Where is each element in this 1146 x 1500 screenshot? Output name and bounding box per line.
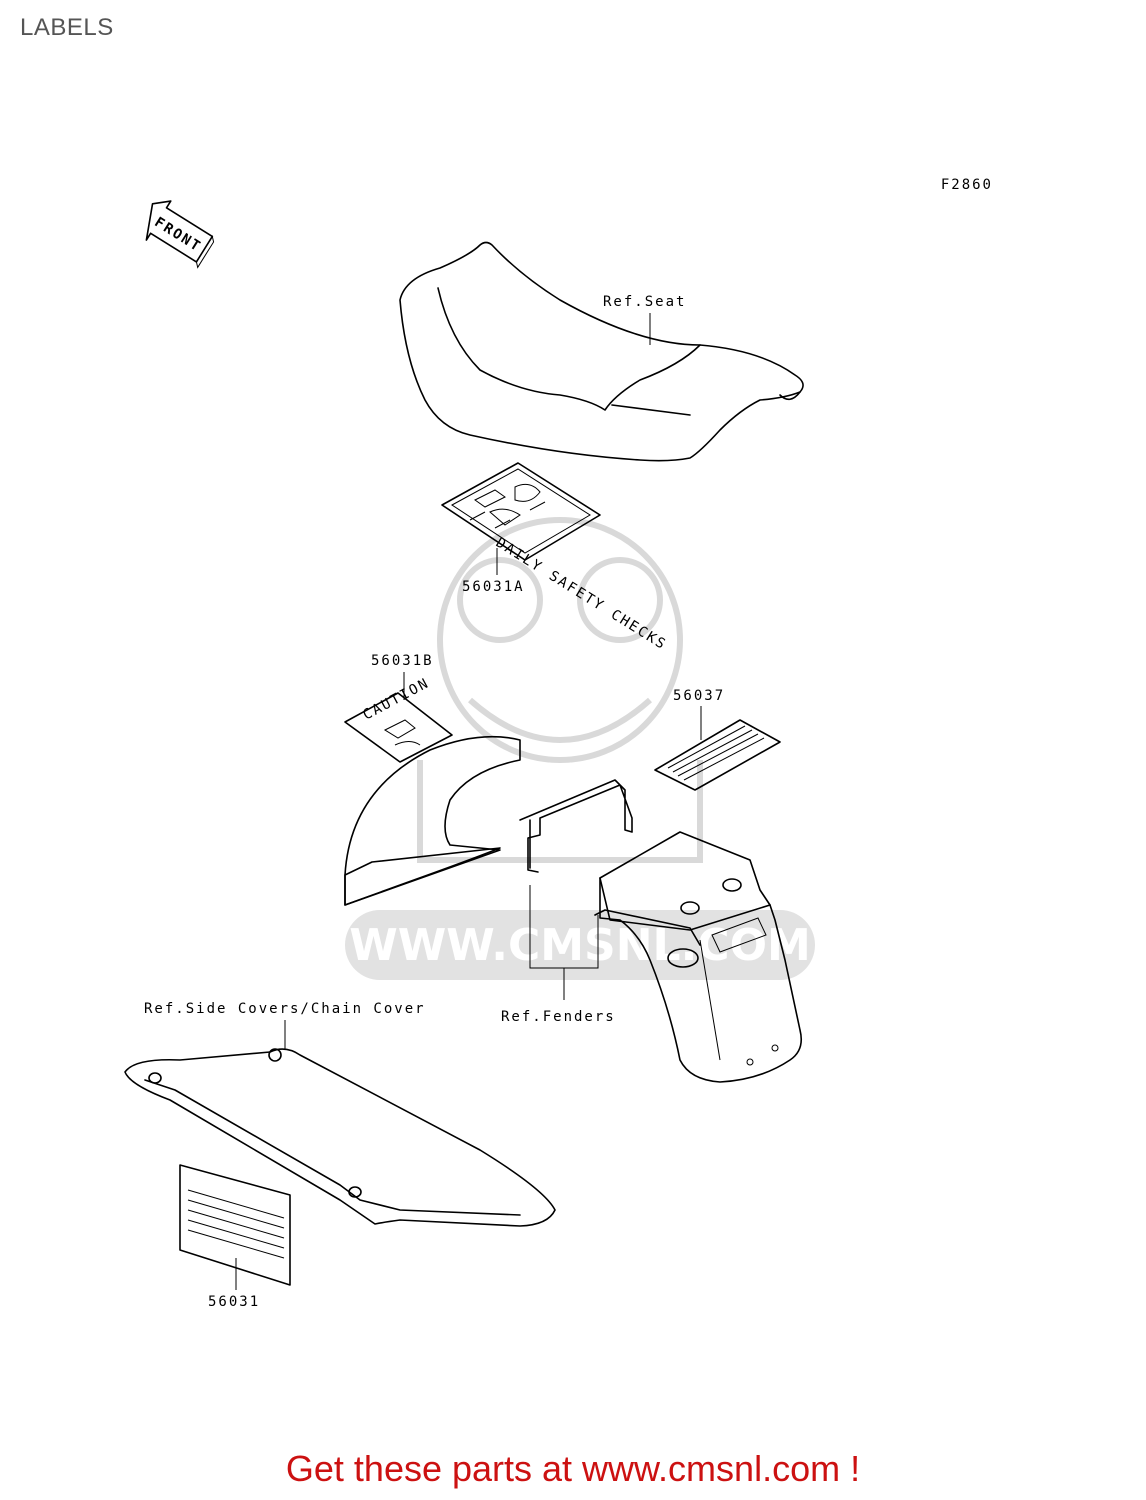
part-56037-label: 56037 (673, 688, 725, 704)
footer-cta-link[interactable]: Get these parts at www.cmsnl.com ! (285, 1448, 861, 1489)
fender-outline (344, 735, 803, 1083)
ref-side-covers-label: Ref.Side Covers/Chain Cover (144, 1001, 426, 1017)
sticker-56031 (179, 1164, 291, 1286)
seat-outline (399, 241, 804, 462)
watermark-text: WWW.CMSNL.COM (349, 920, 811, 971)
part-56031b-label: 56031B (371, 653, 434, 669)
chain-cover-outline (124, 1048, 556, 1227)
sticker-56037 (654, 719, 781, 791)
ref-fenders-label: Ref.Fenders (501, 1009, 616, 1025)
page-title: LABELS (20, 14, 114, 41)
parts-diagram: WWW.CMSNL.COM F2860 FRONT Ref.Seat DAILY… (124, 177, 993, 1310)
part-56031-label: 56031 (208, 1294, 260, 1310)
front-arrow-icon: FRONT (145, 200, 215, 269)
part-56031a-label: 56031A (462, 579, 525, 595)
sticker-56031b: CAUTION (344, 675, 453, 763)
ref-seat-label: Ref.Seat (603, 294, 686, 310)
figure-code: F2860 (941, 177, 993, 193)
sticker-56031b-text: CAUTION (360, 675, 432, 723)
